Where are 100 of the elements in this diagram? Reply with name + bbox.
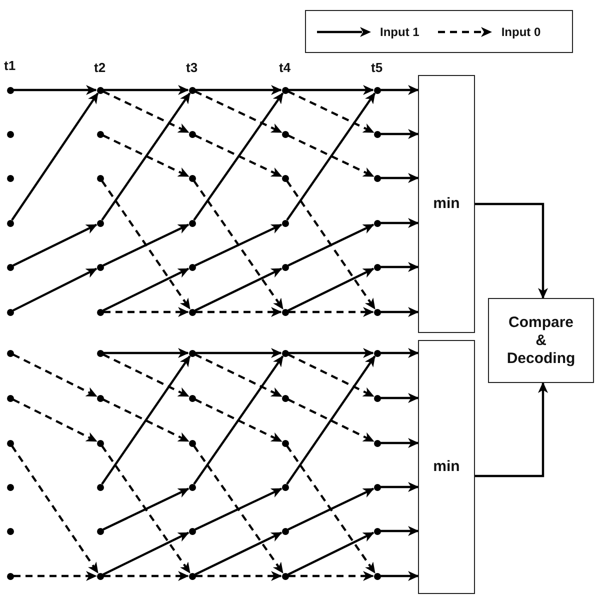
- dashed-arrow: [288, 398, 374, 442]
- trellis-state-dot: [96, 484, 104, 490]
- dashed-arrow: [194, 90, 282, 134]
- trellis-state-dot: [282, 484, 288, 490]
- trellis-state-dot: [6, 174, 14, 182]
- arrow: [101, 92, 191, 221]
- dashed-arrow: [286, 180, 376, 310]
- trellis-state-dot: [96, 394, 104, 402]
- dashed-arrow: [196, 571, 282, 581]
- trellis-state-dot: [282, 394, 288, 402]
- trellis-state-dot: [374, 528, 380, 534]
- trellis-state-dot: [96, 572, 104, 580]
- trellis-state-dot: [96, 220, 104, 226]
- arrow: [380, 129, 419, 139]
- arrow: [193, 355, 284, 485]
- trellis-state-dot: [374, 572, 380, 580]
- arrow: [380, 482, 419, 492]
- trellis-state-dot: [374, 86, 380, 94]
- arrow: [286, 92, 376, 221]
- trellis-state-dot: [188, 86, 196, 94]
- dashed-arrow: [12, 354, 98, 398]
- trellis-state-dot: [374, 220, 380, 226]
- trellis-state-dot: [96, 130, 104, 138]
- trellis-state-dot: [96, 174, 104, 182]
- time-step-label: t1: [4, 58, 16, 73]
- arrow: [380, 393, 419, 403]
- dashed-arrow: [194, 134, 282, 178]
- dashed-arrow: [11, 445, 99, 574]
- dashed-arrow: [286, 445, 376, 574]
- arrow: [380, 348, 419, 358]
- arrow: [194, 268, 282, 312]
- dashed-arrow: [102, 398, 190, 442]
- trellis-state-dot: [188, 264, 196, 270]
- trellis-state-dot: [6, 350, 14, 356]
- min-box: [418, 340, 475, 594]
- arrow: [12, 224, 98, 266]
- trellis-state-dot: [282, 174, 288, 182]
- dashed-arrow: [102, 134, 190, 178]
- trellis-state-dot: [6, 394, 14, 402]
- arrow: [102, 532, 190, 576]
- arrow: [288, 488, 374, 530]
- arrow: [475, 202, 548, 299]
- arrow: [196, 85, 282, 95]
- trellis-state-dot: [282, 86, 288, 94]
- trellis-state-dot: [6, 308, 14, 316]
- dashed-arrow: [288, 571, 374, 581]
- trellis-state-dot: [188, 528, 196, 534]
- arrow: [380, 526, 419, 536]
- trellis-state-dot: [96, 528, 104, 534]
- trellis-state-dot: [188, 394, 196, 402]
- arrow: [288, 348, 374, 358]
- box-label: min: [433, 458, 460, 476]
- dashed-arrow: [288, 307, 374, 317]
- trellis-state-dot: [374, 174, 380, 182]
- arrow: [475, 382, 548, 478]
- trellis-state-dot: [6, 484, 14, 490]
- trellis-state-dot: [282, 440, 288, 446]
- trellis-state-dot: [6, 130, 14, 138]
- arrow: [380, 262, 419, 272]
- dashed-arrow: [288, 354, 374, 398]
- dashed-arrow: [14, 571, 97, 581]
- arrow: [104, 85, 189, 95]
- arrow: [288, 85, 374, 95]
- dashed-arrow: [194, 354, 282, 398]
- trellis-state-dot: [282, 220, 288, 226]
- trellis-state-dot: [6, 572, 14, 580]
- box-label: Compare & Decoding: [506, 314, 576, 368]
- time-step-label: t2: [94, 60, 106, 75]
- dashed-arrow: [102, 354, 190, 398]
- trellis-state-dot: [374, 350, 380, 356]
- trellis-state-dot: [282, 130, 288, 138]
- arrow: [11, 92, 99, 221]
- arrow: [102, 268, 190, 312]
- arrow: [102, 224, 190, 266]
- trellis-state-dot: [96, 350, 104, 356]
- time-step-label: t3: [186, 60, 198, 75]
- dashed-arrow: [288, 90, 374, 134]
- trellis-state-dot: [188, 440, 196, 446]
- arrow: [380, 173, 419, 183]
- trellis-state-dot: [374, 394, 380, 402]
- trellis-state-dot: [6, 264, 14, 270]
- arrow: [104, 348, 189, 358]
- min-box: [418, 75, 475, 333]
- arrow: [380, 438, 419, 448]
- arrow: [288, 268, 374, 312]
- trellis-state-dot: [188, 220, 196, 226]
- arrow: [12, 268, 98, 312]
- dashed-arrow: [196, 307, 282, 317]
- trellis-state-dot: [282, 572, 288, 580]
- trellis-state-dot: [282, 528, 288, 534]
- arrow: [288, 532, 374, 576]
- trellis-state-dot: [282, 308, 288, 316]
- time-step-label: t5: [371, 60, 383, 75]
- trellis-state-dot: [188, 572, 196, 580]
- arrow: [194, 532, 282, 576]
- box-label: min: [433, 195, 460, 213]
- trellis-state-dot: [96, 86, 104, 94]
- dashed-arrow: [104, 571, 189, 581]
- trellis-state-dot: [188, 130, 196, 138]
- trellis-state-dot: [188, 350, 196, 356]
